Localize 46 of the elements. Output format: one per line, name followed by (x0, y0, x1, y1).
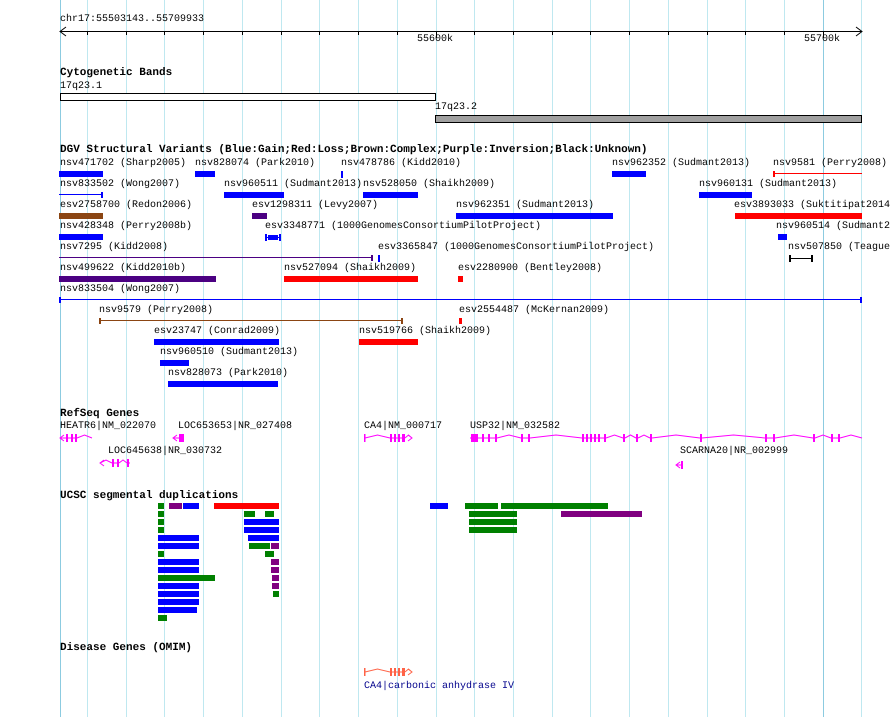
variant-label: nsv507850 (Teague (788, 242, 890, 254)
gene-label: CA4|carbonic anhydrase IV (364, 681, 514, 693)
track-title: Cytogenetic Bands (60, 67, 172, 80)
variant-label: esv2758700 (Redon2006) (60, 200, 192, 212)
variant-label: nsv960511 (Sudmant2013) (224, 179, 362, 191)
coordinate-label: chr17:55503143..55709933 (60, 14, 204, 26)
tick-label: 55700k (804, 34, 840, 46)
variant-label: esv3365847 (1000GenomesConsortiumPilotProject) (378, 242, 654, 254)
variant-label: nsv471702 (Sharp2005) (60, 158, 186, 170)
variant-label: nsv962351 (Sudmant2013) (456, 200, 594, 212)
variant-label: nsv960514 (Sudmant2 (776, 221, 890, 233)
variant-label: nsv828073 (Park2010) (168, 368, 288, 380)
variant-label: nsv833502 (Wong2007) (60, 179, 180, 191)
gene-label: SCARNA20|NR_002999 (680, 446, 788, 458)
gene-label: HEATR6|NM_022070 (60, 421, 156, 433)
variant-label: nsv478786 (Kidd2010) (341, 158, 462, 170)
variant-label: nsv428348 (Perry2008b) (60, 221, 192, 233)
gene-label: CA4|NM_000717 (364, 421, 442, 433)
gene-label: LOC653653|NR_027408 (178, 421, 292, 433)
variant-label: nsv960510 (Sudmant2013) (160, 347, 298, 359)
track-title: DGV Structural Variants (Blue:Gain;Red:Loss;Brown:Complex;Purple:Inversion;Black:Unknown) (60, 144, 648, 157)
variant-label: nsv519766 (Shaikh2009) (359, 326, 492, 338)
variant-label: nsv828074 (Park2010) (195, 158, 316, 170)
track-title: UCSC segmental duplications (60, 490, 238, 503)
variant-label: nsv962352 (Sudmant2013) (612, 158, 750, 170)
gene-label: LOC645638|NR_030732 (108, 446, 222, 458)
variant-label: nsv9579 (Perry2008) (99, 305, 214, 317)
variant-label: esv1298311 (Levy2007) (252, 200, 378, 212)
variant-label: esv2280900 (Bentley2008) (458, 263, 602, 275)
tick-label: 55600k (417, 34, 453, 46)
variant-label: nsv7295 (Kidd2008) (60, 242, 168, 254)
variant-label: nsv499622 (Kidd2010b) (60, 263, 186, 275)
variant-label: nsv527094 (Shaikh2009) (284, 263, 416, 275)
band-label: 17q23.2 (435, 102, 478, 114)
gene-label: USP32|NM_032582 (470, 421, 560, 433)
variant-label: nsv9581 (Perry2008) (773, 158, 888, 170)
variant-label: esv23747 (Conrad2009) (154, 326, 280, 338)
variant-label: esv3348771 (1000GenomesConsortiumPilotProject) (265, 221, 542, 233)
variant-label: esv3893033 (Suktitipat2014 (734, 200, 890, 212)
track-title: RefSeq Genes (60, 408, 140, 420)
variant-label: nsv960131 (Sudmant2013) (699, 179, 838, 191)
variant-label: nsv833504 (Wong2007) (60, 284, 180, 296)
variant-label: nsv528050 (Shaikh2009) (363, 179, 496, 191)
variant-label: esv2554487 (McKernan2009) (459, 305, 610, 317)
band-label: 17q23.1 (60, 81, 102, 93)
track-title: Disease Genes (OMIM) (60, 642, 192, 655)
